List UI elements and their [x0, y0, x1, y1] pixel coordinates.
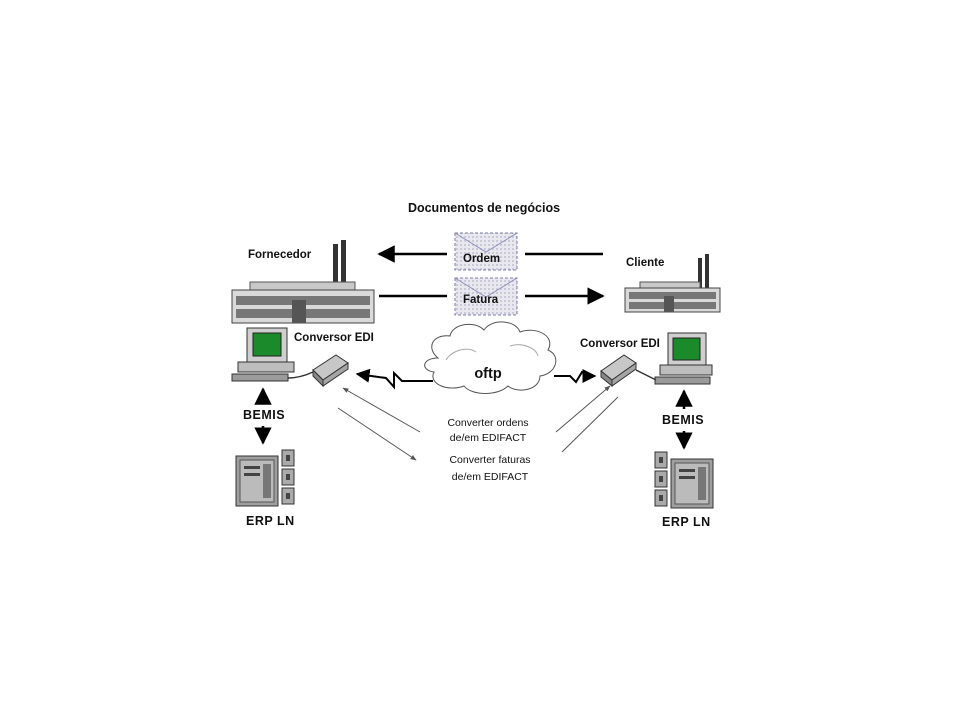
note-ordens-line2: de/em EDIFACT: [450, 432, 527, 444]
right-erp-label: ERP LN: [662, 515, 711, 529]
left-edi-converter-label: Conversor EDI: [294, 332, 374, 344]
oftp-cloud-icon: [424, 321, 557, 394]
note-faturas-line1: Converter faturas: [449, 454, 530, 466]
document-ordem: Ordem: [454, 232, 518, 271]
right-computer-icon: [654, 332, 713, 385]
left-conversion-arrow-down: [337, 407, 417, 461]
link-cloud-to-right-converter: [554, 369, 597, 384]
right-edi-converter-icon: [600, 354, 637, 388]
note-faturas-line2: de/em EDIFACT: [452, 471, 529, 483]
network-label: oftp: [474, 366, 502, 382]
link-cloud-to-left-converter: [355, 368, 433, 390]
client-factory-icon: [624, 254, 721, 313]
left-erp-server-icon: [235, 449, 295, 507]
document-fatura: Fatura: [454, 277, 518, 316]
left-bemis-label: BEMIS: [243, 408, 285, 422]
right-bemis-label: BEMIS: [662, 413, 704, 427]
diagram-title: Documentos de negócios: [408, 201, 560, 215]
supplier-factory-icon: [231, 240, 375, 324]
cable-right: [635, 369, 657, 381]
left-conversion-arrow-up: [342, 387, 421, 433]
supplier-label: Fornecedor: [248, 249, 312, 261]
left-computer-icon: [231, 327, 295, 382]
cable-left: [287, 371, 314, 379]
client-label: Cliente: [626, 257, 664, 269]
svg-text:Fatura: Fatura: [463, 294, 499, 306]
note-ordens-line1: Converter ordens: [447, 417, 528, 429]
left-edi-converter-icon: [312, 354, 349, 388]
right-conversion-arrow-up: [555, 385, 611, 433]
right-erp-server-icon: [654, 451, 714, 509]
left-erp-label: ERP LN: [246, 514, 295, 528]
right-edi-converter-label: Conversor EDI: [580, 338, 660, 350]
right-conversion-arrow-down: [561, 396, 619, 453]
svg-text:Ordem: Ordem: [463, 253, 500, 265]
